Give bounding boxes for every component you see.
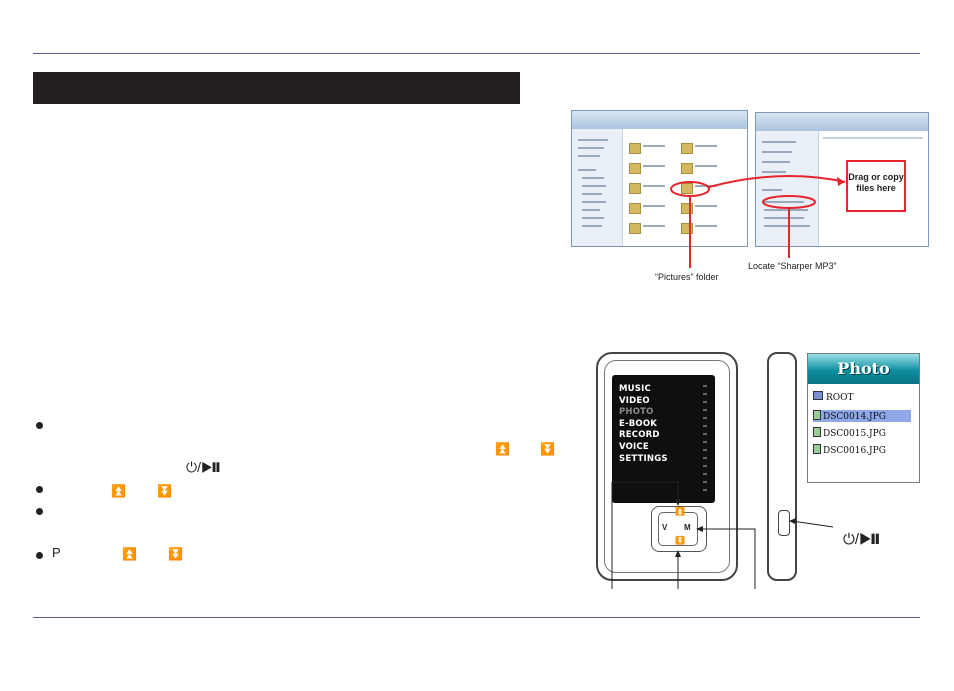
- drop-target-label: Drag or copy files here: [848, 172, 904, 193]
- menu-item-record: RECORD: [619, 430, 660, 441]
- pictures-folder-caption: “Pictures” folder: [655, 272, 719, 282]
- menu-item-video: VIDEO: [619, 395, 650, 406]
- photo-file-item[interactable]: DSC0014.JPG: [813, 410, 911, 422]
- next-icon: ⏬: [540, 442, 555, 456]
- bullet-2: [36, 486, 43, 493]
- menu-item-voice: VOICE: [619, 441, 649, 452]
- photo-title: Photo: [808, 354, 919, 384]
- menu-item-photo: PHOTO: [619, 407, 654, 418]
- drop-target-box: [846, 160, 906, 212]
- root-label: ROOT: [826, 393, 854, 403]
- folder-icon: [813, 391, 823, 400]
- power-play-icon: ⏻/▶❙❙: [186, 459, 220, 475]
- side-power-switch[interactable]: [778, 510, 790, 536]
- menu-item-ebook: E-BOOK: [619, 418, 658, 429]
- mp3-player-side: [767, 352, 797, 581]
- section-header-bar: [33, 72, 520, 104]
- photo-file-item[interactable]: DSC0016.JPG: [813, 444, 886, 456]
- next-icon: ⏬: [157, 484, 172, 498]
- bottom-rule: [33, 617, 920, 618]
- bullet-4: [36, 552, 43, 559]
- navigation-pane: [756, 131, 819, 246]
- prev-icon: ⏫: [111, 484, 126, 498]
- file-name: DSC0016.JPG: [823, 446, 886, 456]
- image-file-icon: [813, 444, 821, 454]
- next-key-icon[interactable]: ⏬: [675, 536, 685, 545]
- explorer-window-pictures: [571, 110, 748, 247]
- power-play-icon: ⏻/▶❙❙: [843, 531, 880, 548]
- player-menu: MUSIC VIDEO PHOTO E-BOOK RECORD VOICE SE…: [619, 384, 668, 465]
- image-file-icon: [813, 410, 821, 420]
- bullet-3: [36, 508, 43, 515]
- bullet-4-text: P: [52, 545, 61, 560]
- prev-key-icon[interactable]: ⏫: [675, 507, 685, 516]
- file-name: DSC0015.JPG: [823, 429, 886, 439]
- menu-item-settings: SETTINGS: [619, 453, 668, 464]
- photo-file-item[interactable]: DSC0015.JPG: [813, 427, 886, 439]
- top-rule: [33, 53, 920, 54]
- pictures-folder-icon: [681, 203, 693, 214]
- photo-browser-panel: Photo ROOT DSC0014.JPG DSC0015.JPG DSC00…: [807, 353, 920, 483]
- locate-device-caption: Locate “Sharper MP3”: [748, 261, 837, 271]
- m-key[interactable]: M: [684, 523, 691, 532]
- v-key[interactable]: V: [662, 523, 668, 532]
- window-titlebar: [756, 113, 928, 131]
- file-pane: [623, 129, 747, 246]
- root-folder[interactable]: ROOT: [813, 391, 854, 403]
- window-titlebar: [572, 111, 747, 129]
- menu-item-music: MUSIC: [619, 384, 651, 394]
- prev-icon: ⏫: [495, 442, 510, 456]
- next-icon: ⏬: [168, 547, 183, 561]
- prev-icon: ⏫: [122, 547, 137, 561]
- file-name: DSC0014.JPG: [823, 412, 886, 422]
- bullet-1: [36, 422, 43, 429]
- image-file-icon: [813, 427, 821, 437]
- navigation-pane: [572, 129, 623, 246]
